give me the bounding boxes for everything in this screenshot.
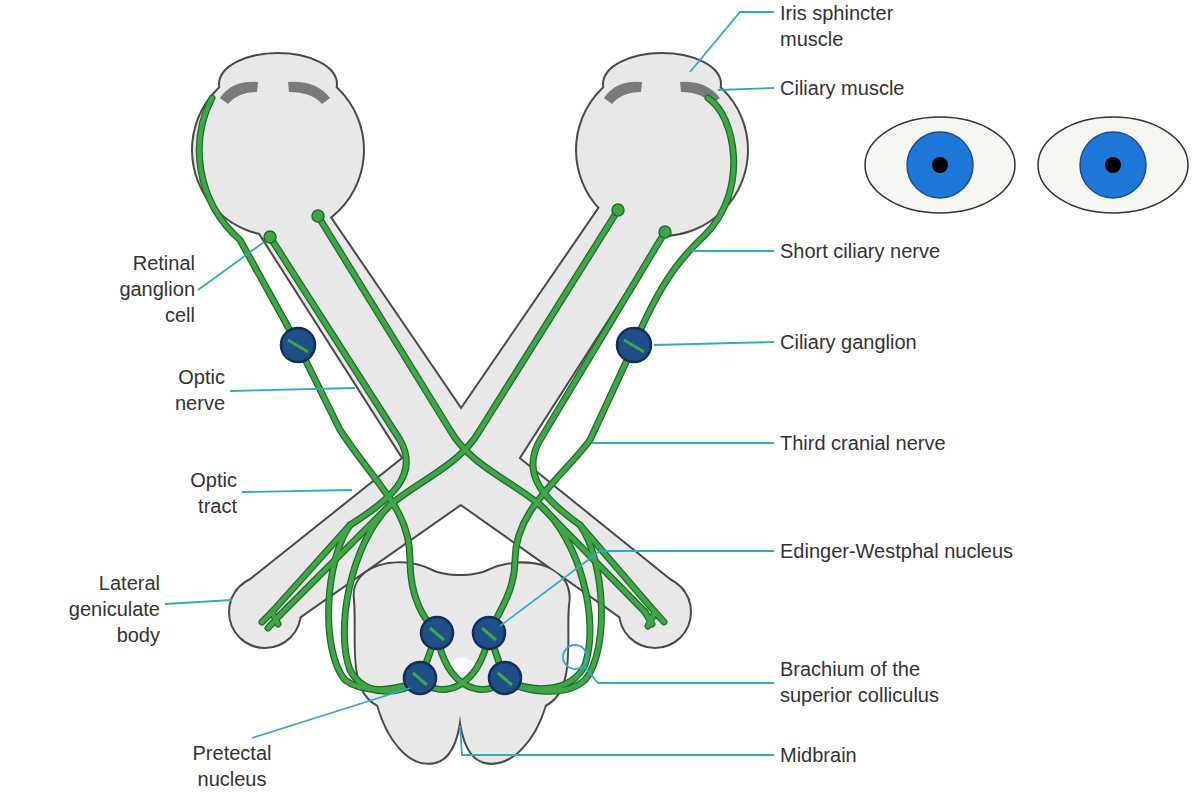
afferent-pathway	[280, 210, 618, 615]
part-label: Ciliary muscle	[780, 75, 904, 101]
leader-line	[592, 442, 774, 444]
nuclei	[281, 328, 651, 694]
part-label: Ciliary ganglion	[780, 329, 917, 355]
part-label: Iris sphincter muscle	[780, 0, 940, 52]
afferent-pathway	[344, 505, 420, 691]
part-label: Edinger-Westphal nucleus	[780, 538, 1013, 564]
efferent-pathway	[199, 98, 437, 633]
retinal-ganglion-cells	[264, 204, 671, 243]
lgb-terminals	[262, 612, 664, 628]
part-label: Brachium of the superior colliculus	[780, 656, 975, 708]
ciliary-muscle-shape	[288, 82, 330, 104]
leader-line	[198, 242, 264, 290]
eye-iris	[907, 132, 973, 198]
ganglion-cell-dot	[264, 231, 276, 243]
part-label: Third cranial nerve	[780, 430, 946, 456]
eye-white	[865, 117, 1015, 213]
ganglion-cell-dot	[659, 226, 671, 238]
leader-line	[584, 666, 774, 683]
pathway-core	[199, 98, 733, 691]
neural-pathways	[199, 98, 733, 691]
afferent-pathway	[505, 525, 601, 691]
afferent-pathway	[318, 216, 645, 612]
leader-line	[718, 88, 774, 90]
eye-white	[1038, 117, 1188, 213]
part-label: Short ciliary nerve	[780, 238, 940, 264]
eye-icons	[865, 117, 1188, 213]
fibre-marks	[288, 340, 644, 685]
leader-circle	[563, 645, 587, 669]
ganglion-cell-dot	[312, 210, 324, 222]
lgb-terminals	[262, 612, 664, 628]
leader-line	[654, 342, 774, 345]
ciliary-muscle-shape	[604, 82, 642, 104]
leader-line	[692, 250, 774, 252]
eye-iris	[1080, 132, 1146, 198]
ciliary-muscle-shape	[220, 82, 258, 104]
leader-line	[690, 12, 774, 72]
ganglion-cell-dot	[612, 204, 624, 216]
afferent-pathway	[505, 505, 590, 689]
leader-line	[230, 388, 355, 391]
part-label: Retinal ganglion cell	[100, 250, 195, 328]
leader-lines	[165, 12, 774, 755]
leader-line	[165, 600, 232, 604]
efferent-pathway	[489, 98, 734, 633]
pathway-edge	[199, 98, 733, 691]
part-label: Pretectal nucleus	[182, 740, 282, 792]
anatomy-fill	[193, 54, 747, 763]
efferent-pathway	[489, 98, 734, 633]
eye-muscles	[220, 82, 720, 104]
leader-line	[460, 726, 774, 755]
anatomy-outline	[193, 54, 747, 763]
part-label: Optic tract	[162, 467, 237, 519]
leader-line	[500, 551, 774, 626]
nucleus-fibres	[288, 340, 644, 685]
part-label: Lateral geniculate body	[55, 570, 160, 648]
afferent-pathway	[533, 232, 665, 612]
part-label: Optic nerve	[150, 364, 225, 416]
efferent-pathway	[199, 98, 437, 633]
eye-pupil	[932, 157, 948, 173]
eye-pupil	[1105, 157, 1121, 173]
leader-line	[242, 490, 352, 492]
part-label: Midbrain	[780, 742, 857, 768]
leader-line	[252, 688, 410, 738]
